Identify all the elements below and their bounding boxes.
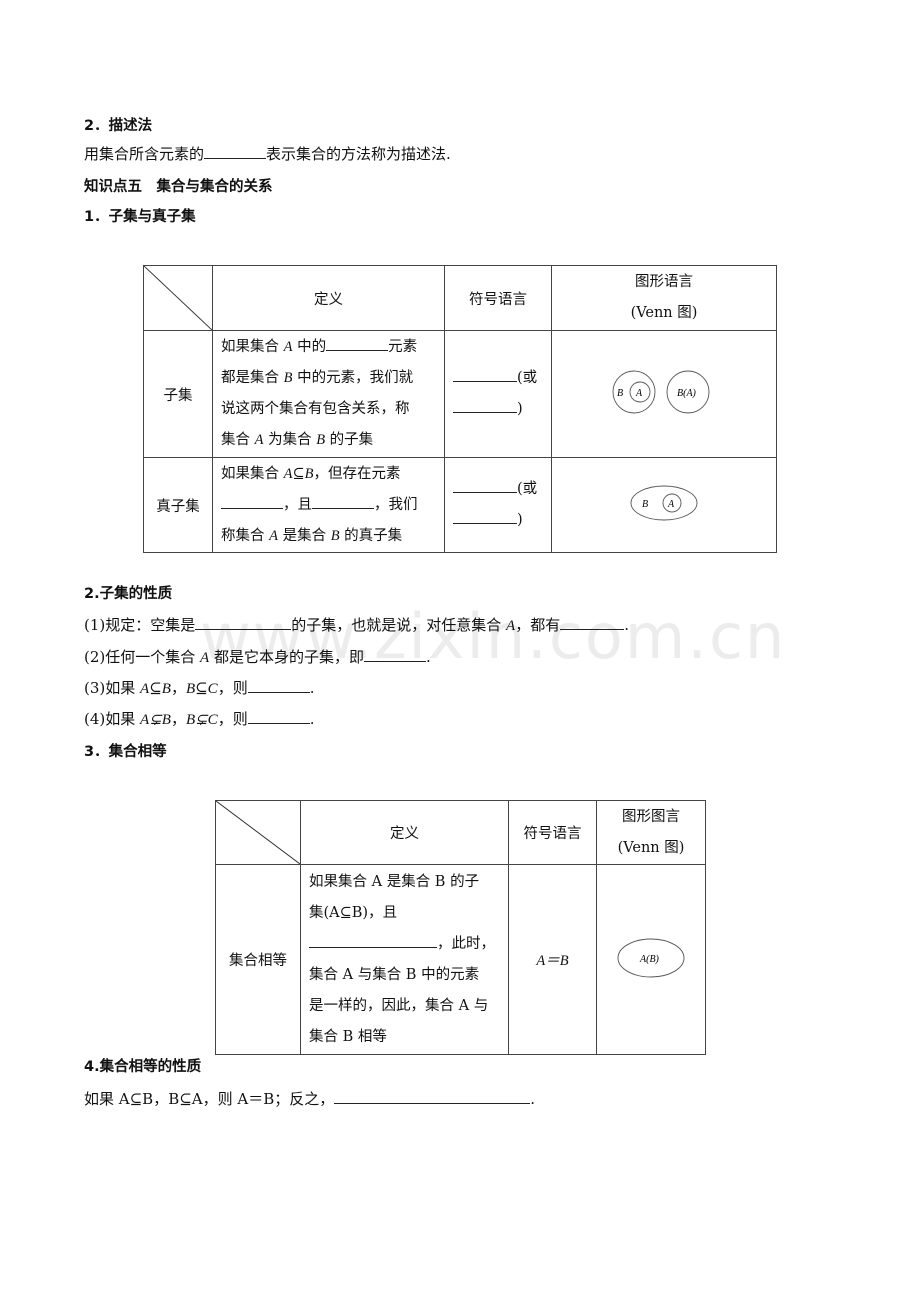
- venn-subset-diagram-icon: B A B(A): [612, 370, 710, 414]
- section-heading-description-method: 2．描述法: [84, 118, 153, 134]
- definition-line: 说这两个集合有包含关系，称: [221, 401, 410, 417]
- subsection-heading-subset-properties: 2.子集的性质: [84, 586, 173, 602]
- header-graphic-line1: 图形语言: [635, 274, 693, 290]
- fill-blank[interactable]: [363, 647, 426, 662]
- venn-cell: B A: [551, 457, 777, 553]
- diagonal-corner-cell: [215, 800, 301, 865]
- property-item-4: (4)如果 A⊊B，B⊊C，则.: [84, 709, 315, 728]
- definition-cell: 如果集合 A 是集合 B 的子 集(A⊆B)，且 ，此时， 集合 A 与集合 B…: [300, 864, 509, 1055]
- row-label: 子集: [143, 330, 213, 458]
- definition-line: 如果集合 A 中的元素: [221, 332, 436, 363]
- svg-text:A(B): A(B): [639, 954, 660, 965]
- header-symbol: 符号语言: [444, 265, 552, 331]
- table-row-subset: 子集 如果集合 A 中的元素 都是集合 B 中的元素，我们就 说这两个集合有包含…: [143, 330, 777, 458]
- svg-text:B: B: [642, 499, 648, 510]
- fill-blank[interactable]: [453, 478, 517, 493]
- subsection-heading-equality-properties: 4.集合相等的性质: [84, 1059, 202, 1075]
- fill-blank[interactable]: [247, 709, 310, 724]
- row-label: 集合相等: [215, 864, 301, 1055]
- svg-text:B: B: [617, 388, 623, 399]
- fill-blank[interactable]: [334, 1089, 531, 1104]
- fill-blank[interactable]: [453, 509, 517, 524]
- property-item-2: (2)任何一个集合 A 都是它本身的子集，即.: [84, 647, 431, 666]
- fill-blank[interactable]: [204, 144, 267, 159]
- fill-blank[interactable]: [312, 494, 374, 509]
- symbol-cell: (或 ): [444, 457, 552, 553]
- venn-cell: B A B(A): [551, 330, 777, 458]
- fill-blank[interactable]: [221, 494, 283, 509]
- definition-line: 集合 A 为集合 B 的子集: [221, 432, 374, 448]
- fill-blank[interactable]: [326, 336, 389, 351]
- svg-text:A: A: [635, 388, 643, 399]
- fill-blank[interactable]: [195, 615, 292, 630]
- definition-line: 集(A⊆B)，且: [309, 904, 398, 921]
- knowledge-point-heading: 知识点五 集合与集合的关系: [84, 179, 273, 195]
- definition-line: 都是集合 B 中的元素，我们就: [221, 370, 414, 386]
- venn-proper-subset-diagram-icon: B A: [630, 485, 698, 521]
- definition-line: 是一样的，因此，集合 A 与: [309, 997, 489, 1014]
- definition-line: 如果集合 A⊆B，但存在元素: [221, 465, 401, 482]
- header-definition: 定义: [212, 265, 445, 331]
- table-row-proper-subset: 真子集 如果集合 A⊆B，但存在元素 ，且，我们 称集合 A 是集合 B 的真子…: [143, 457, 777, 553]
- sentence-text: 表示集合的方法称为描述法.: [266, 145, 451, 163]
- property-item-3: (3)如果 A⊆B，B⊆C，则.: [84, 678, 315, 697]
- definition-cell: 如果集合 A 中的元素 都是集合 B 中的元素，我们就 说这两个集合有包含关系，…: [212, 330, 445, 458]
- definition-line: 如果集合 A 是集合 B 的子: [309, 873, 480, 890]
- definition-line: ，此时，: [309, 929, 500, 960]
- definition-line: 称集合 A 是集合 B 的真子集: [221, 527, 403, 544]
- svg-text:A: A: [667, 499, 675, 510]
- fill-blank[interactable]: [453, 398, 517, 413]
- fill-blank[interactable]: [453, 367, 517, 382]
- property-item-1: (1)规定：空集是的子集，也就是说，对任意集合 A，都有.: [84, 615, 629, 634]
- definition-line: 集合 A 与集合 B 中的元素: [309, 966, 480, 983]
- fill-blank[interactable]: [247, 678, 310, 693]
- subsection-heading-subsets: 1．子集与真子集: [84, 209, 196, 225]
- subsection-heading-set-equality: 3．集合相等: [84, 744, 167, 760]
- header-symbol: 符号语言: [508, 800, 597, 865]
- fill-blank[interactable]: [309, 933, 437, 948]
- sentence-text: 用集合所含元素的: [84, 145, 205, 163]
- description-method-sentence: 用集合所含元素的 表示集合的方法称为描述法.: [84, 144, 451, 164]
- venn-equal-sets-diagram-icon: A(B): [617, 938, 685, 977]
- symbol-cell: (或 ): [444, 330, 552, 458]
- diagonal-corner-cell: [143, 265, 213, 331]
- set-equality-table: 定义 符号语言 图形图言 (Venn 图) 集合相等 如果集合 A 是集合 B …: [215, 800, 706, 1055]
- subset-table: 定义 符号语言 图形语言 (Venn 图) 子集 如果集合 A 中的元素 都是集…: [143, 265, 777, 553]
- equality-property-sentence: 如果 A⊆B，B⊆A，则 A＝B；反之，.: [84, 1089, 536, 1108]
- definition-line: 集合 B 相等: [309, 1028, 387, 1045]
- header-graphic: 图形语言 (Venn 图): [551, 265, 777, 331]
- table-header-row: 定义 符号语言 图形图言 (Venn 图): [215, 800, 706, 865]
- header-graphic-line2: (Venn 图): [630, 305, 698, 321]
- diagonal-line-icon: [216, 801, 300, 864]
- table-header-row: 定义 符号语言 图形语言 (Venn 图): [143, 265, 777, 331]
- table-row-set-equality: 集合相等 如果集合 A 是集合 B 的子 集(A⊆B)，且 ，此时， 集合 A …: [215, 864, 706, 1055]
- symbol-cell: A＝B: [508, 864, 597, 1055]
- header-definition: 定义: [300, 800, 509, 865]
- header-graphic-line2: (Venn 图): [617, 839, 685, 856]
- header-graphic: 图形图言 (Venn 图): [596, 800, 706, 865]
- header-graphic-line1: 图形图言: [622, 808, 680, 825]
- fill-blank[interactable]: [560, 615, 625, 630]
- venn-cell: A(B): [596, 864, 706, 1055]
- diagonal-line-icon: [144, 266, 212, 330]
- row-label: 真子集: [143, 457, 213, 553]
- definition-line: ，且，我们: [221, 490, 436, 521]
- svg-text:B(A): B(A): [677, 388, 697, 399]
- definition-cell: 如果集合 A⊆B，但存在元素 ，且，我们 称集合 A 是集合 B 的真子集: [212, 457, 445, 553]
